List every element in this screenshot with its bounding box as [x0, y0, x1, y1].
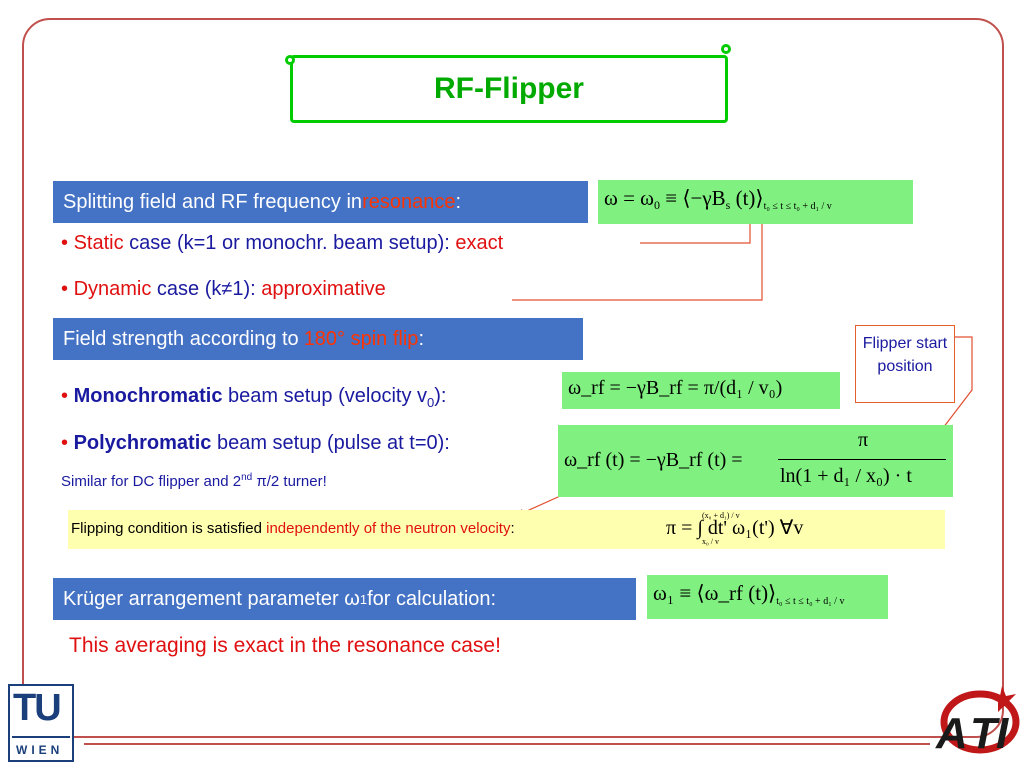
kruger-header-text: Krüger arrangement parameter ω — [63, 587, 360, 610]
eq-range: t₀ ≤ t ≤ t₀ + d₁ / v — [763, 201, 832, 213]
kruger-header-end: for calculation: — [367, 587, 497, 610]
bullet-monochromatic: • Monochromatic beam setup (velocity v0)… — [61, 385, 447, 410]
scroll-curl-left — [285, 55, 295, 65]
dynamic-text: case (k≠1): — [151, 278, 262, 300]
bullet-dynamic: • Dynamic case (k≠1): approximative — [61, 278, 386, 300]
resonance-header-text: Splitting field and RF frequency in — [63, 190, 363, 213]
footer-line — [84, 743, 930, 745]
dynamic-key: Dynamic — [73, 278, 152, 300]
resonance-equation: ω = ω0 ≡ ⟨−γBs (t)⟩t₀ ≤ t ≤ t₀ + d₁ / v — [598, 180, 913, 224]
eq-omega: ω = ω — [604, 186, 654, 210]
poly-bold: Polychromatic — [73, 432, 212, 454]
kruger-eq-range: t₀ ≤ t ≤ t₀ + d₁ / v — [776, 596, 845, 608]
mono-text: beam setup (velocity v — [222, 385, 427, 407]
eq-rhs: (t)⟩ — [730, 186, 764, 210]
resonance-header: Splitting field and RF frequency in reso… — [53, 181, 588, 223]
eq-mid: ≡ ⟨−γB — [660, 186, 726, 210]
bullet-static: • Static case (k=1 or monochr. beam setu… — [61, 232, 504, 254]
eq-sub0: 0 — [654, 198, 660, 213]
condition-equation: π = ∫ dt' ω₁(t') ∀v — [666, 517, 804, 539]
title-banner: RF-Flipper — [290, 55, 728, 123]
tu-logo-divider — [12, 736, 70, 738]
ati-logo-graphic: A T I — [935, 686, 1020, 758]
spin-flip-highlight: 180° spin flip — [303, 327, 419, 350]
poly-equation: ω_rf (t) = −γB_rf (t) = π ln(1 + d₁ / x₀… — [558, 425, 953, 497]
static-key: Static — [73, 232, 124, 254]
svg-text:A: A — [935, 709, 968, 758]
poly-text: beam setup (pulse at t=0): — [211, 432, 450, 454]
integral-upper: (x₀ + d₁) / v — [702, 511, 740, 520]
eq-subs: s — [725, 198, 731, 213]
ati-logo: A T I — [928, 682, 1020, 758]
mono-sub: 0 — [427, 395, 435, 410]
dynamic-result: approximative — [261, 278, 386, 300]
fraction-bar — [778, 459, 946, 460]
bullet-polychromatic: • Polychromatic beam setup (pulse at t=0… — [61, 432, 450, 454]
static-text: case (k=1 or monochr. beam setup): — [123, 232, 456, 254]
poly-eq-denominator: ln(1 + d₁ / x₀) · t — [780, 465, 912, 487]
tu-logo-top: TU — [13, 687, 62, 729]
kruger-equation: ω₁ ≡ ⟨ω_rf (t)⟩t₀ ≤ t ≤ t₀ + d₁ / v — [647, 575, 888, 619]
svg-text:T: T — [970, 709, 1000, 758]
resonance-colon: : — [455, 190, 462, 213]
spin-flip-header: Field strength according to 180° spin fl… — [53, 318, 583, 360]
condition-colon: : — [510, 520, 515, 537]
note-text: Similar for DC flipper and 2 — [61, 473, 242, 490]
condition-highlight: independently of the neutron velocity — [266, 520, 511, 537]
kruger-sub: 1 — [359, 591, 368, 607]
mono-end: ): — [434, 385, 447, 407]
spin-flip-colon: : — [418, 327, 424, 350]
svg-text:I: I — [996, 709, 1009, 758]
note-end: π/2 turner! — [252, 473, 327, 490]
tu-wien-logo: TU WIEN — [8, 684, 74, 762]
poly-eq-numerator: π — [858, 429, 869, 451]
static-result: exact — [455, 232, 504, 254]
spin-flip-header-text: Field strength according to — [63, 327, 299, 350]
kruger-eq: ω₁ ≡ ⟨ω_rf (t)⟩ — [653, 581, 777, 605]
flipping-condition: Flipping condition is satisfied independ… — [68, 510, 945, 549]
note-sup: nd — [241, 472, 253, 483]
condition-prefix: Flipping condition is satisfied — [71, 520, 267, 537]
conclusion-text: This averaging is exact in the resonance… — [69, 634, 501, 657]
poly-eq-lhs: ω_rf (t) = −γB_rf (t) = — [564, 449, 743, 471]
tu-logo-bottom: WIEN — [16, 743, 64, 757]
mono-bold: Monochromatic — [73, 385, 223, 407]
flipper-start-label: Flipper start position — [855, 325, 955, 403]
similar-note: Similar for DC flipper and 2nd π/2 turne… — [61, 472, 327, 490]
condition-text: Flipping condition is satisfied independ… — [71, 520, 515, 537]
resonance-highlight: resonance — [362, 190, 456, 213]
slide-frame — [22, 18, 1004, 738]
mono-equation: ω_rf = −γB_rf = π/(d₁ / v₀) — [562, 372, 840, 409]
slide-title: RF-Flipper — [434, 72, 584, 105]
scroll-curl-right — [721, 44, 731, 54]
integral-lower: x₀ / v — [702, 537, 720, 546]
